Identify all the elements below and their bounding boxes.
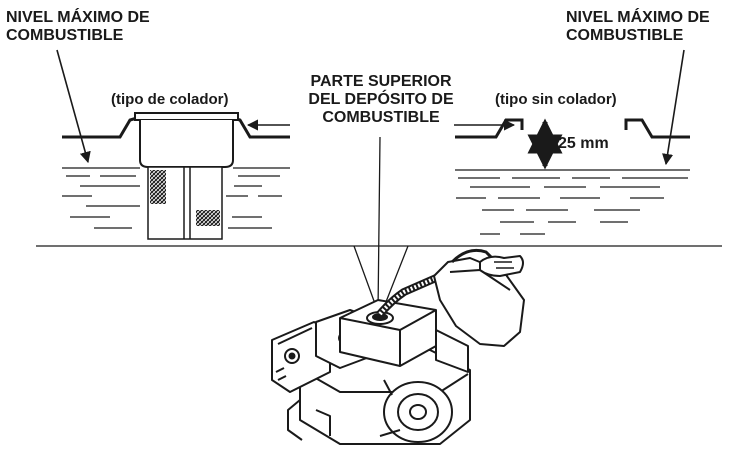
max-fuel-level-left-line2: COMBUSTIBLE — [6, 27, 124, 44]
fuel-lines-left — [62, 167, 290, 229]
no-strainer-type-label: (tipo sin colador) — [495, 91, 617, 108]
strainer-type-label: (tipo de colador) — [111, 91, 229, 108]
strainer-cup — [134, 112, 239, 240]
max-fuel-level-left-line1: NIVEL MÁXIMO DE — [6, 9, 150, 26]
fuel-can-illustration — [376, 248, 525, 347]
max-fuel-level-right-line1: NIVEL MÁXIMO DE — [566, 9, 710, 26]
tank-top-line3: COMBUSTIBLE — [322, 109, 440, 126]
max-fuel-level-right-line2: COMBUSTIBLE — [566, 27, 684, 44]
engine-illustration — [271, 299, 471, 445]
tank-top-line2: DEL DEPÓSITO DE — [308, 91, 454, 108]
max-fuel-level-label-left: NIVEL MÁXIMO DE COMBUSTIBLE — [6, 9, 150, 45]
zoom-lines — [353, 136, 409, 313]
gap-measurement-label: 25 mm — [558, 135, 609, 152]
tank-top-label: PARTE SUPERIOR DEL DEPÓSITO DE COMBUSTIB… — [292, 73, 470, 127]
max-fuel-level-label-right: NIVEL MÁXIMO DE COMBUSTIBLE — [566, 9, 710, 45]
no-strainer-type-panel — [455, 49, 690, 235]
strainer-type-panel — [56, 49, 290, 240]
max-level-left-arrow — [56, 49, 91, 164]
fuel-lines-right — [455, 169, 690, 235]
tank-top-line1: PARTE SUPERIOR — [310, 73, 452, 90]
max-level-right-arrow — [662, 49, 685, 166]
